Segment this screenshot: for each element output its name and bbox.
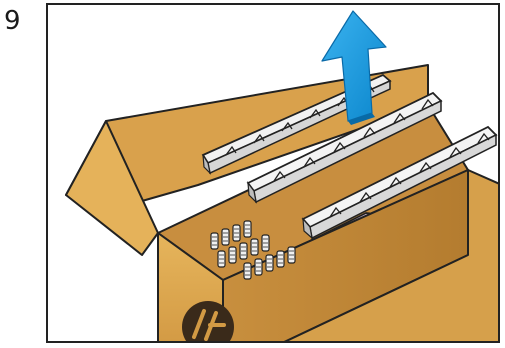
step-number: 9 [4,8,21,34]
unboxing-illustration [48,5,500,343]
illustration-frame [46,3,500,343]
